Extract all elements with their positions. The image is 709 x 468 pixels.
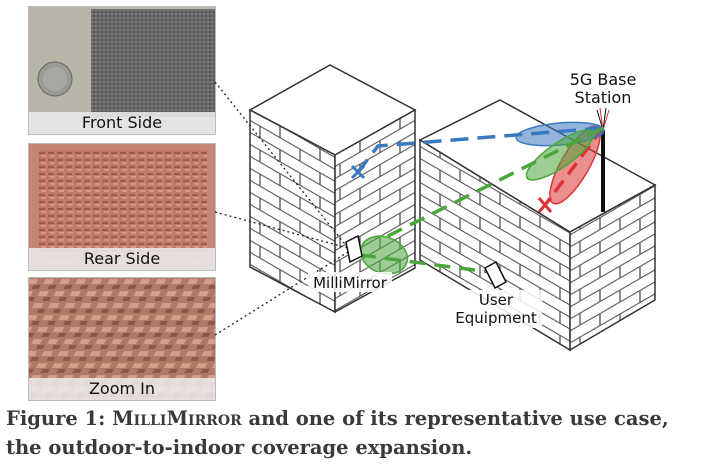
rear-side-label: Rear Side — [29, 248, 215, 270]
zoom-in-label: Zoom In — [29, 378, 215, 400]
coverage-diagram: 5G Base Station MilliMirror User Equipme… — [214, 64, 657, 352]
caption-line2: the outdoor-to-indoor coverage expansion… — [6, 436, 473, 459]
caption-name: MilliMirror — [112, 407, 242, 430]
front-side-label: Front Side — [29, 112, 215, 134]
green-beam — [359, 126, 604, 275]
base-station-icon — [596, 107, 610, 212]
user-equipment-icon — [484, 260, 507, 290]
photo-connectors — [214, 81, 349, 336]
caption-line1-rest: and one of its representative use case, — [241, 407, 669, 430]
base-station-label-1: 5G Base — [570, 70, 637, 89]
base-station-label-2: Station — [575, 88, 632, 107]
front-side-photo: Front Side — [28, 6, 216, 135]
user-equipment-label-2: Equipment — [455, 309, 537, 327]
rear-side-photo: Rear Side — [28, 143, 216, 271]
zoom-in-photo: Zoom In — [28, 277, 216, 401]
millimirror-label: MilliMirror — [313, 274, 388, 292]
millimirror-panel — [345, 234, 363, 264]
user-equipment-label-1: User — [479, 291, 514, 309]
caption-prefix: Figure 1: — [6, 407, 113, 430]
figure-caption: Figure 1: MilliMirror and one of its rep… — [6, 404, 706, 462]
